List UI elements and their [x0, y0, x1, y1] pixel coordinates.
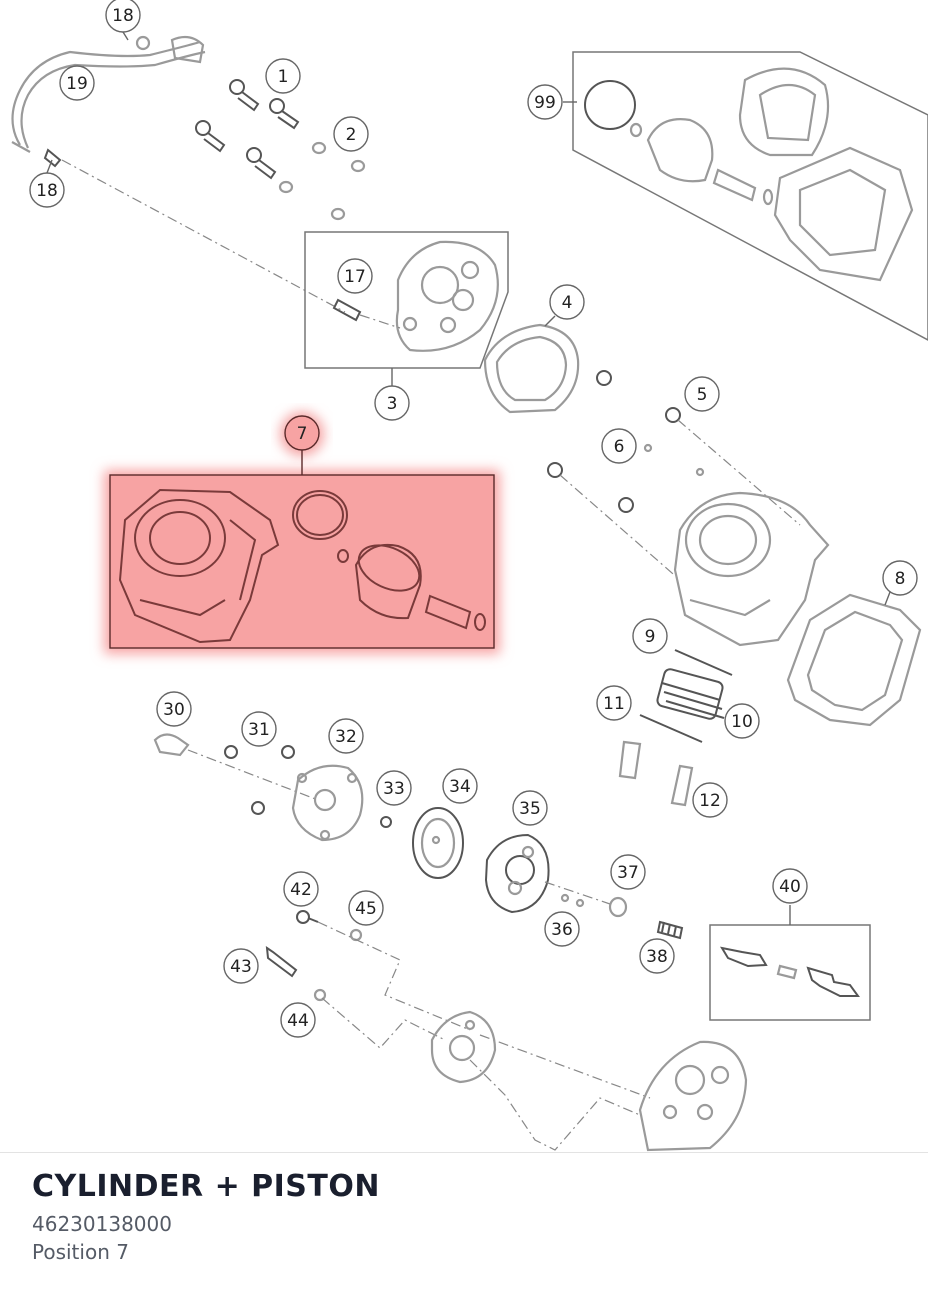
part-info-panel: CYLINDER + PISTON 46230138000 Position 7	[0, 1152, 928, 1291]
svg-text:38: 38	[646, 947, 668, 967]
svg-text:43: 43	[230, 957, 252, 977]
callout-5[interactable]: 5	[684, 376, 720, 412]
piston-kit-box	[563, 51, 928, 341]
svg-text:17: 17	[344, 267, 366, 287]
svg-text:5: 5	[697, 385, 708, 405]
callout-32[interactable]: 32	[328, 718, 364, 754]
callout-11[interactable]: 11	[596, 685, 632, 721]
diaphragm	[412, 807, 464, 879]
svg-text:33: 33	[383, 779, 405, 799]
callout-labels: 18 19 18 1 2 99 17 3 4 5 6 7 8 9 10 11 1…	[29, 0, 918, 1038]
callout-17[interactable]: 17	[337, 258, 373, 294]
svg-text:40: 40	[779, 877, 801, 897]
svg-text:42: 42	[290, 880, 312, 900]
callout-37[interactable]: 37	[610, 854, 646, 890]
callout-34[interactable]: 34	[442, 768, 478, 804]
cylinder-head-box	[304, 231, 509, 386]
valve-cover-left	[153, 733, 392, 842]
callout-1[interactable]: 1	[265, 58, 301, 94]
callout-8[interactable]: 8	[882, 560, 918, 596]
callout-10[interactable]: 10	[724, 703, 760, 739]
svg-text:9: 9	[645, 627, 656, 647]
svg-text:18: 18	[112, 6, 134, 26]
exploded-parts-diagram: 18 19 18 1 2 99 17 3 4 5 6 7 8 9 10 11 1…	[11, 0, 928, 1152]
part-number: 46230138000	[32, 1212, 172, 1236]
callout-33[interactable]: 33	[376, 770, 412, 806]
exhaust-valve-cover	[484, 833, 684, 940]
callout-9[interactable]: 9	[632, 618, 668, 654]
svg-text:10: 10	[731, 712, 753, 732]
svg-text:6: 6	[614, 437, 625, 457]
callout-7[interactable]: 7	[284, 415, 320, 451]
svg-text:7: 7	[297, 424, 308, 444]
callout-18-left[interactable]: 18	[29, 172, 65, 208]
valve-parts-box	[709, 905, 871, 1021]
svg-text:1: 1	[278, 67, 289, 87]
callout-2[interactable]: 2	[333, 116, 369, 152]
svg-text:44: 44	[287, 1011, 309, 1031]
svg-text:30: 30	[163, 700, 185, 720]
callout-40[interactable]: 40	[772, 868, 808, 904]
svg-text:31: 31	[248, 720, 270, 740]
base-gasket	[786, 591, 922, 727]
svg-text:45: 45	[355, 899, 377, 919]
callout-42[interactable]: 42	[283, 871, 319, 907]
callout-45[interactable]: 45	[348, 890, 384, 926]
svg-text:99: 99	[534, 93, 556, 113]
piston-set	[292, 490, 486, 631]
cylinder-part	[118, 488, 280, 644]
svg-text:18: 18	[36, 181, 58, 201]
callout-31[interactable]: 31	[241, 711, 277, 747]
callout-43[interactable]: 43	[223, 948, 259, 984]
svg-text:11: 11	[603, 694, 625, 714]
bearing-and-pins	[618, 649, 733, 807]
svg-text:32: 32	[335, 727, 357, 747]
part-position: Position 7	[32, 1240, 129, 1264]
callout-12[interactable]: 12	[692, 782, 728, 818]
svg-text:8: 8	[895, 569, 906, 589]
bolts-and-washers	[195, 79, 366, 221]
callout-19[interactable]: 19	[59, 65, 95, 101]
svg-text:4: 4	[562, 293, 573, 313]
head-gasket	[483, 315, 580, 414]
svg-text:35: 35	[519, 799, 541, 819]
callout-3[interactable]: 3	[374, 385, 410, 421]
lower-linkage	[265, 910, 748, 1152]
callout-6[interactable]: 6	[601, 428, 637, 464]
hose-assembly	[11, 35, 346, 313]
svg-text:3: 3	[387, 394, 398, 414]
nuts-and-studs	[547, 370, 801, 581]
svg-text:19: 19	[66, 74, 88, 94]
svg-text:37: 37	[617, 863, 639, 883]
callout-99[interactable]: 99	[527, 84, 563, 120]
callout-38[interactable]: 38	[639, 938, 675, 974]
svg-text:12: 12	[699, 791, 721, 811]
svg-text:2: 2	[346, 125, 357, 145]
callout-35[interactable]: 35	[512, 790, 548, 826]
callout-30[interactable]: 30	[156, 691, 192, 727]
svg-text:34: 34	[449, 777, 471, 797]
svg-text:36: 36	[551, 920, 573, 940]
callout-36[interactable]: 36	[544, 911, 580, 947]
callout-44[interactable]: 44	[280, 1002, 316, 1038]
callout-18-top[interactable]: 18	[105, 0, 141, 33]
part-title: CYLINDER + PISTON	[32, 1169, 380, 1204]
cylinder-right	[673, 491, 830, 647]
highlight-position-7[interactable]	[104, 412, 500, 654]
callout-4[interactable]: 4	[549, 284, 585, 320]
